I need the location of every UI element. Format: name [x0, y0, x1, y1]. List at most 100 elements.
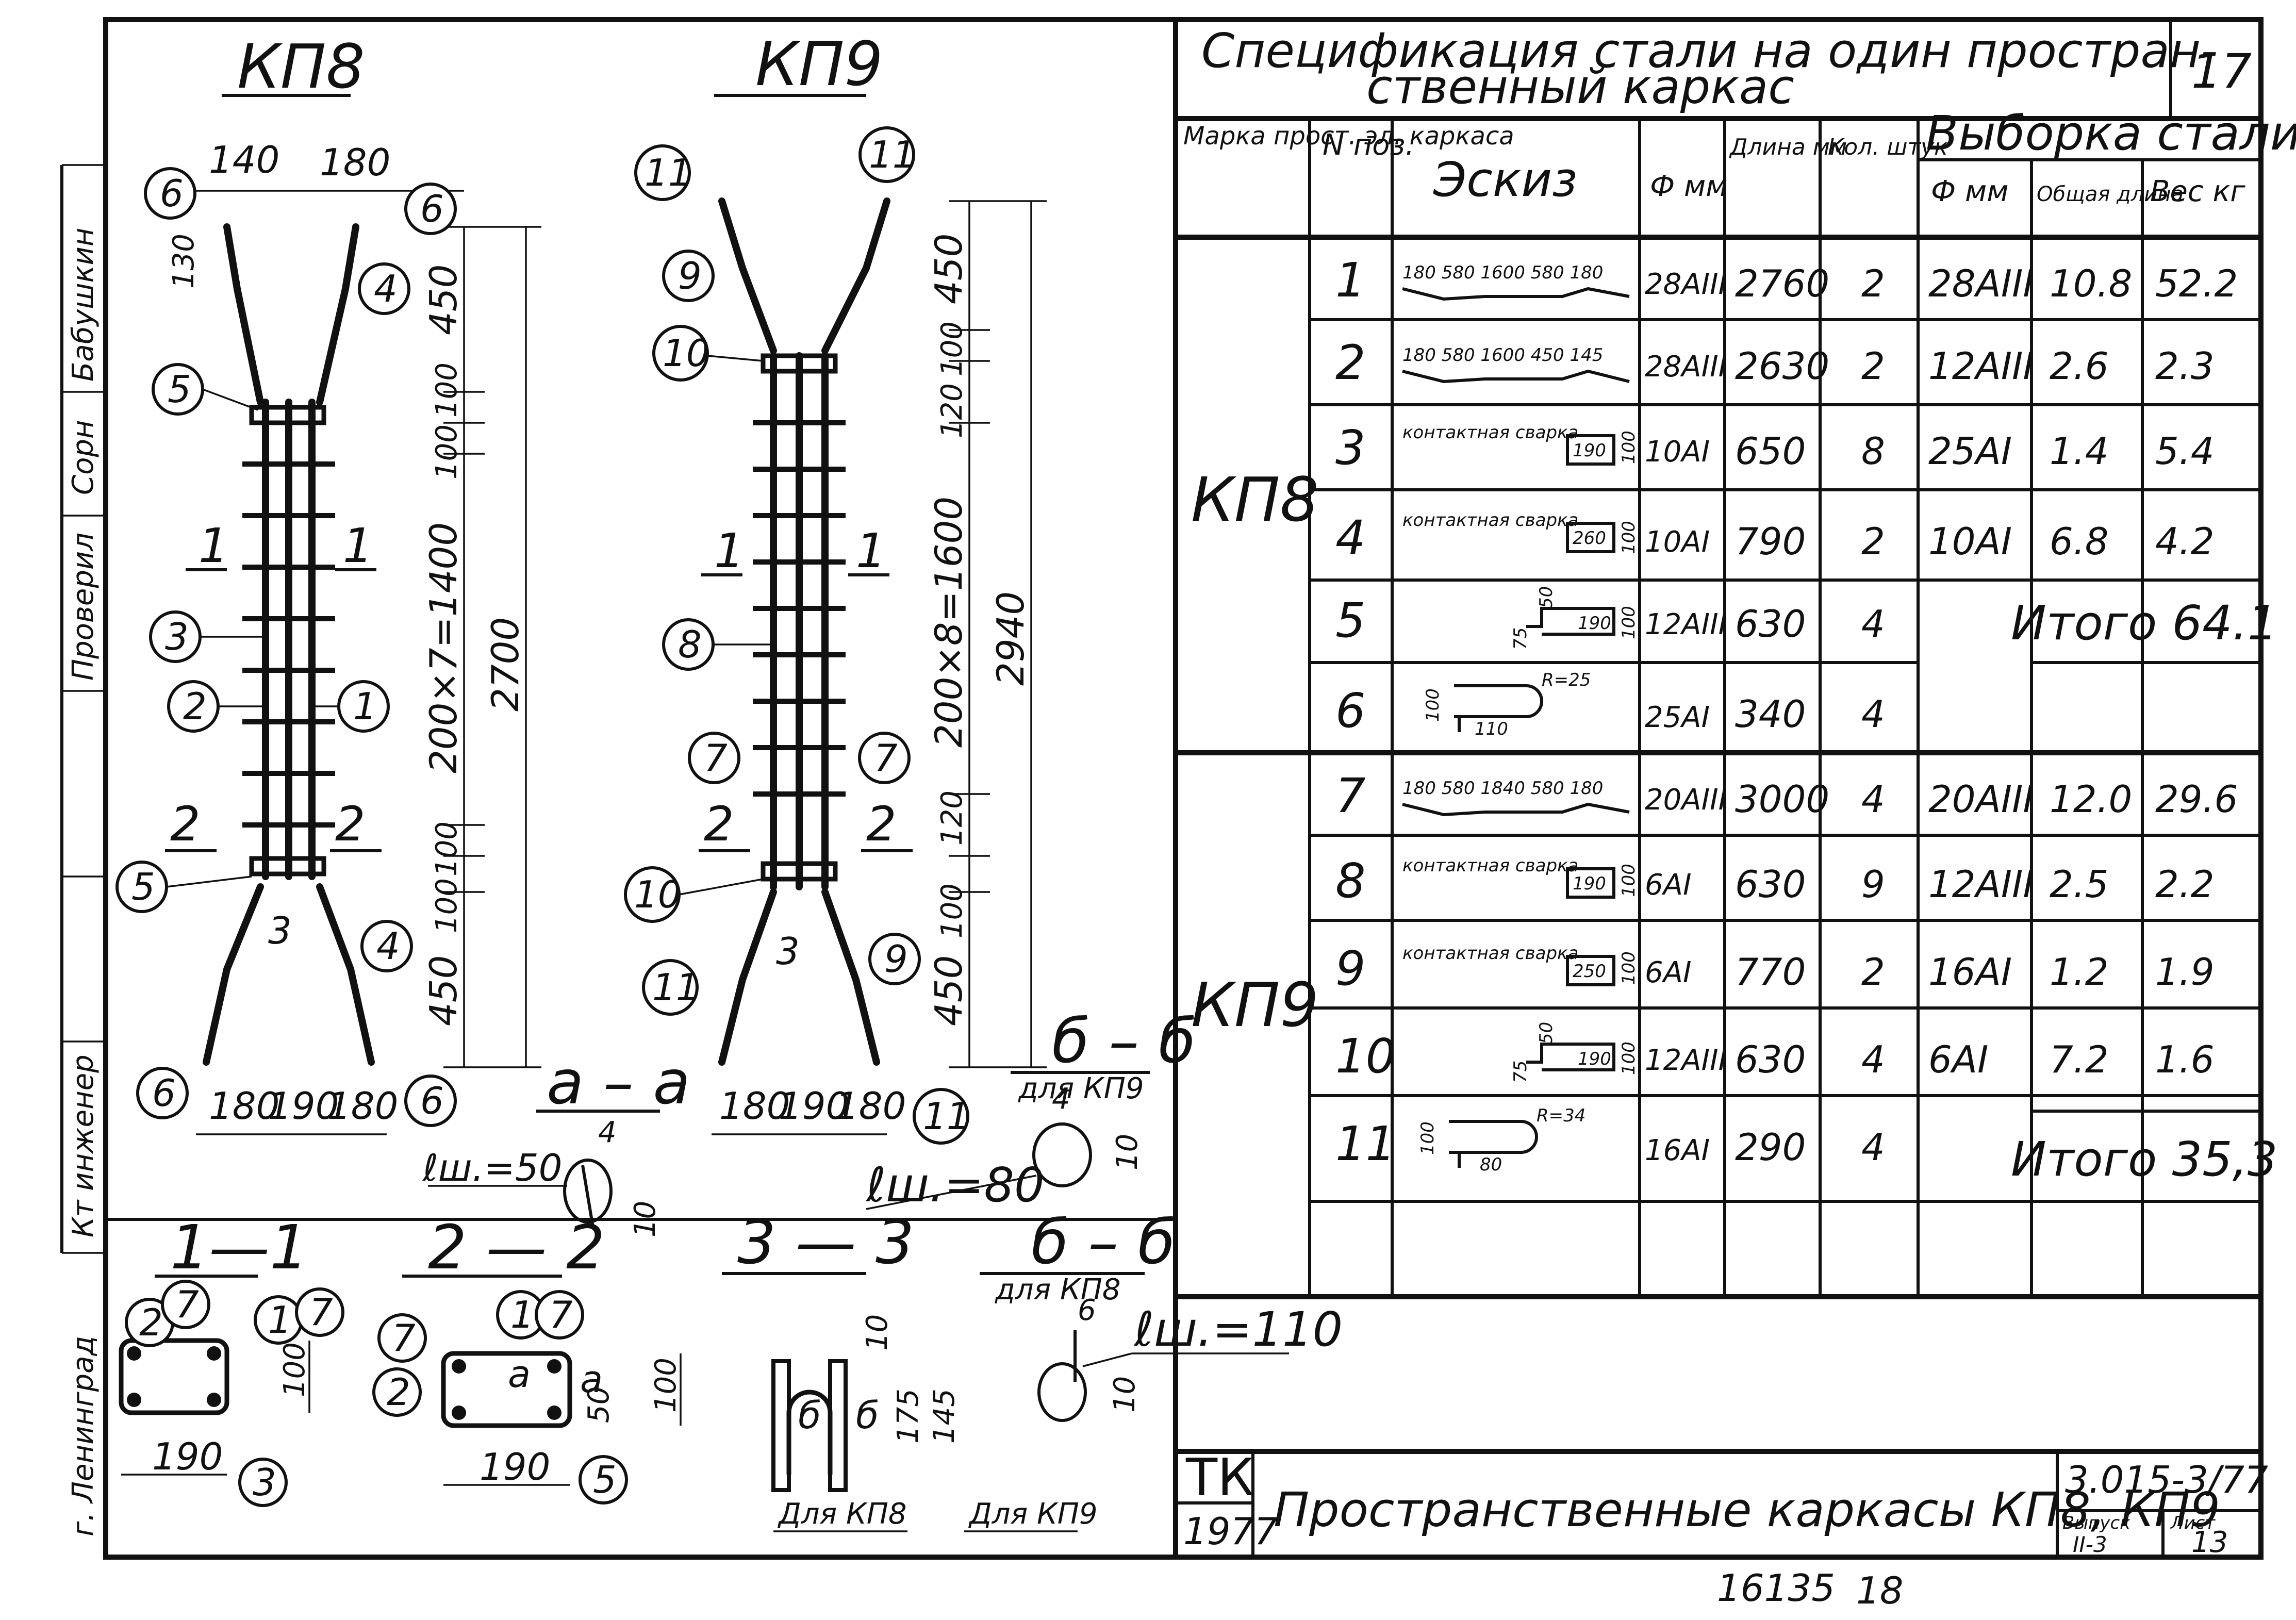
svg-text:110: 110: [1475, 719, 1508, 739]
svg-text:11: 11: [1335, 1116, 1396, 1171]
spec-kp8-total: Итого 64.1: [2011, 596, 2277, 651]
kp9-pos-11-d: 11: [913, 1088, 970, 1145]
svg-text:4.2: 4.2: [2155, 520, 2215, 563]
svg-text:7: 7: [392, 1316, 416, 1360]
kp8-title: КП8: [237, 31, 365, 102]
svg-text:8: 8: [678, 623, 702, 666]
s11-pos-7-a: 7: [161, 1280, 210, 1329]
svg-text:12АIII: 12АIII: [1645, 608, 1727, 641]
s11-dim-190: 190: [152, 1435, 223, 1478]
detail-bb8-10: 10: [1108, 1376, 1142, 1413]
s22-dim-190: 190: [480, 1445, 550, 1489]
title-block-issue-label: Выпуск: [2062, 1513, 2130, 1533]
kp8-section-2-right: 2: [335, 797, 366, 852]
svg-text:100: 100: [1618, 521, 1639, 554]
kp8-dim-100-c: 100: [430, 821, 464, 877]
svg-text:1.4: 1.4: [2050, 429, 2109, 473]
detail-bb8-6: 6: [1078, 1294, 1096, 1327]
spec-h-sel-len: Общая длина: [2037, 183, 2184, 206]
kp9-pos-11-a: 11: [634, 144, 692, 201]
kp8-dim-bot-1: 180: [209, 1084, 279, 1128]
spec-sheet-no: 17: [2191, 44, 2252, 99]
svg-text:180 580 1600 450 145: 180 580 1600 450 145: [1402, 345, 1603, 366]
svg-text:2: 2: [1861, 262, 1885, 305]
s22-pos-7-a: 7: [377, 1313, 427, 1363]
kp8-dim-bot-3: 180: [327, 1084, 398, 1128]
kp9-title: КП9: [755, 28, 883, 100]
spec-row-8: 8 контактная сварка 190 100 6АI 630 9 12…: [1335, 853, 2215, 908]
s22-label-a1: а: [508, 1352, 531, 1396]
svg-text:5: 5: [1335, 593, 1366, 648]
kp8-dim-total: 2700: [484, 617, 527, 712]
svg-text:20АIII: 20АIII: [1645, 783, 1727, 817]
kp8-dim-450-top: 450: [422, 265, 465, 335]
spec-h-sel-weight: Вес кг: [2150, 175, 2245, 208]
detail-bb-kp8: б – б для КП8 6 10 ℓш.=110: [980, 1206, 1343, 1422]
svg-text:16АI: 16АI: [1928, 950, 2012, 994]
detail-bb8-title: б – б: [1031, 1206, 1176, 1278]
side-stamp-city: г. Ленинград: [67, 1336, 100, 1536]
kp8-dim-180: 180: [320, 141, 390, 184]
svg-text:100: 100: [1618, 1042, 1639, 1075]
detail-bb8-weld: ℓш.=110: [1133, 1302, 1343, 1357]
section-33-title: 3 — 3: [737, 1206, 914, 1278]
svg-text:2630: 2630: [1735, 344, 1829, 388]
section-11-title: 1—1: [170, 1212, 308, 1283]
svg-text:контактная сварка: контактная сварка: [1402, 855, 1578, 876]
spec-h-sketch: Эскиз: [1433, 152, 1577, 207]
svg-text:3000: 3000: [1735, 778, 1829, 821]
kp9-section-1-left: 1: [714, 523, 745, 578]
kp8-pos-6-b: 6: [404, 183, 457, 235]
svg-text:2: 2: [183, 685, 207, 728]
svg-text:5: 5: [168, 368, 191, 411]
detail-aa-weld: ℓш.=50: [422, 1146, 562, 1189]
kp8-section-1-right: 1: [343, 518, 373, 573]
kp9-pos-8: 8: [662, 618, 715, 671]
svg-text:7: 7: [175, 1283, 199, 1326]
svg-text:11: 11: [869, 133, 916, 176]
spec-h-sel-dia: Ф мм: [1931, 175, 2009, 208]
spec-h-selection: Выборка стали: [1926, 106, 2296, 161]
s33-dim-10: 10: [861, 1314, 894, 1351]
title-block: ТК 1977 Пространственные каркасы КП8, КП…: [1176, 1447, 2268, 1559]
kp9-section-2-left: 2: [704, 797, 734, 852]
kp8-dim-100-d: 100: [430, 878, 464, 933]
title-block-sheet-label: Лист: [2170, 1513, 2216, 1533]
svg-text:190: 190: [1573, 873, 1606, 894]
svg-text:12АIII: 12АIII: [1928, 863, 2034, 906]
spec-row-10: 10 190 75 50 100 12АIII 630 4 6АI 7.2 1.…: [1335, 1022, 2215, 1084]
svg-text:1.9: 1.9: [2155, 950, 2215, 994]
svg-text:28АIII: 28АIII: [1645, 350, 1727, 384]
spec-row-2: 2 180 580 1600 450 145 28АIII 2630 2 12А…: [1335, 335, 2215, 390]
svg-text:100: 100: [1618, 951, 1639, 985]
kp8-pos-6-c: 6: [136, 1067, 189, 1119]
svg-text:29.6: 29.6: [2155, 778, 2238, 821]
spec-h-dia: Ф мм: [1650, 170, 1728, 203]
svg-text:25АI: 25АI: [1645, 701, 1710, 734]
spec-h-length: Длина мм: [1729, 134, 1847, 160]
kp8-section-1-left: 1: [199, 518, 229, 573]
svg-text:80: 80: [1480, 1154, 1502, 1175]
svg-text:6: 6: [152, 1071, 176, 1115]
side-stamp-developed: Бабушкин: [67, 228, 100, 382]
kp9-dim-450-top: 450: [927, 234, 970, 304]
svg-text:10АI: 10АI: [1645, 435, 1710, 469]
svg-text:3: 3: [165, 615, 189, 658]
svg-text:2: 2: [1861, 950, 1885, 994]
spec-kp8-mark: КП8: [1191, 464, 1319, 535]
s11-pos-3: 3: [238, 1458, 288, 1507]
svg-text:6.8: 6.8: [2050, 520, 2109, 563]
kp8-pos-4-a: 4: [358, 262, 410, 315]
kp8-dim-100-b: 100: [430, 424, 464, 480]
svg-text:1: 1: [353, 685, 377, 728]
kp9-pos-10-a: 10: [652, 325, 710, 382]
kp8-dim-130: 130: [167, 234, 201, 289]
kp9-pos-7-a: 7: [688, 732, 740, 784]
svg-text:5.4: 5.4: [2155, 429, 2215, 473]
svg-text:10: 10: [1335, 1029, 1396, 1084]
sheet-frame: [103, 17, 2264, 1560]
svg-text:340: 340: [1735, 692, 1806, 736]
s22-dim-100: 100: [649, 1358, 683, 1413]
spec-row-1: 1 180 580 1600 580 180 28АIII 2760 2 28А…: [1335, 253, 2238, 308]
kp8-pos-6-a: 6: [144, 167, 196, 220]
